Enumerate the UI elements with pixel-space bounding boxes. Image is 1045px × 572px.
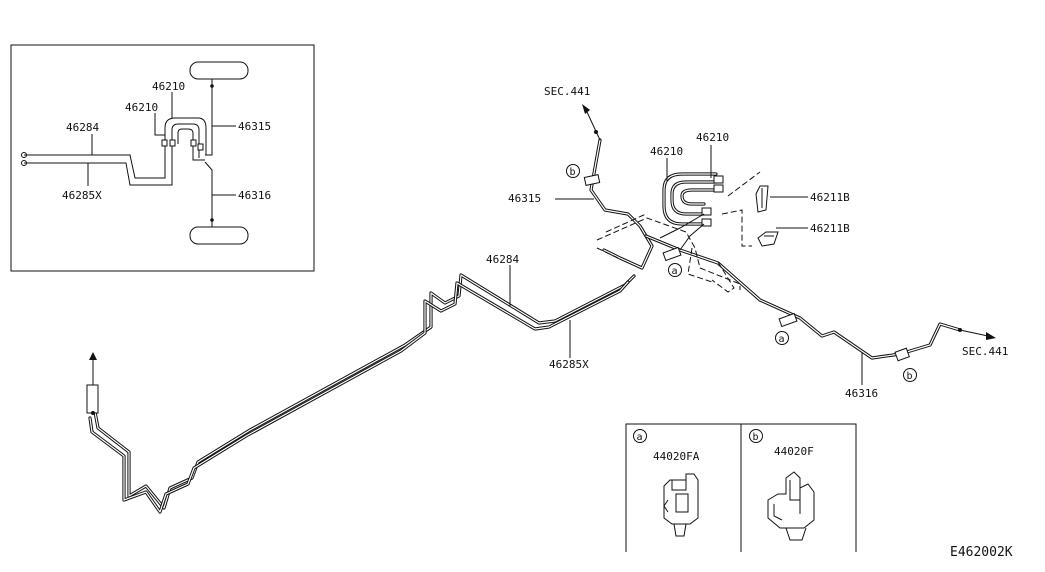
front-direction-arrow <box>89 352 97 360</box>
part-46211b-upper <box>755 185 769 213</box>
clip-legend: a 44020FA b 44020F <box>625 423 857 552</box>
inset-pipe-46285x <box>24 144 173 186</box>
label-46315-main: 46315 <box>508 192 541 205</box>
main-piping: b a a b SEC.441 SEC.441 46210 46210 4631… <box>86 85 1008 514</box>
label-46284-main: 46284 <box>486 253 519 266</box>
legend-b-marker: b <box>753 432 759 443</box>
sec441-top-arrow <box>582 104 590 114</box>
callout-b-upper: b <box>566 164 580 178</box>
callout-b-lower: b <box>903 368 917 382</box>
pipe-46284 <box>93 273 636 510</box>
label-46210-inset-top: 46210 <box>152 80 185 93</box>
clip-b-lower <box>894 347 910 362</box>
legend-a-part: 44020FA <box>653 450 700 463</box>
sec441-right-arrow <box>986 332 996 340</box>
legend-a: a 44020FA <box>633 429 700 537</box>
label-46315-inset: 46315 <box>238 120 271 133</box>
inset-pipe-46284 <box>24 144 166 179</box>
diagram-code: E462002K <box>950 545 1013 560</box>
inset-frame <box>10 44 315 272</box>
svg-text:b: b <box>570 167 576 178</box>
rear-wheel-top <box>189 61 249 80</box>
label-sec441-top: SEC.441 <box>544 85 590 98</box>
label-46316-main: 46316 <box>845 387 878 400</box>
svg-text:a: a <box>672 266 678 277</box>
label-sec441-right: SEC.441 <box>962 345 1008 358</box>
callout-a-lower: a <box>775 331 789 345</box>
clip-b-upper <box>583 174 601 186</box>
label-46284-inset: 46284 <box>66 121 99 134</box>
clip-44020fa-drawing <box>663 473 699 537</box>
svg-text:b: b <box>907 371 913 382</box>
label-46210-main-a: 46210 <box>696 131 729 144</box>
clip-a-mid <box>662 246 682 262</box>
legend-b-part: 44020F <box>774 445 814 458</box>
svg-text:a: a <box>779 334 785 345</box>
junction-46210 <box>659 172 724 251</box>
label-46316-inset: 46316 <box>238 189 271 202</box>
inset-loop-mid <box>171 123 200 150</box>
front-clip <box>86 384 99 414</box>
inset-loop-outer <box>164 117 207 150</box>
rear-wheel-bottom <box>189 226 249 245</box>
legend-b: b 44020F <box>749 429 815 541</box>
label-46211b-upper: 46211B <box>810 191 850 204</box>
label-46210-inset-left: 46210 <box>125 101 158 114</box>
label-46285x-inset: 46285X <box>62 189 102 202</box>
legend-a-marker: a <box>637 432 643 443</box>
callout-a-mid: a <box>668 263 682 277</box>
clip-44020f-drawing <box>767 471 815 541</box>
inset-loop-inner <box>177 128 194 150</box>
label-46210-main-b: 46210 <box>650 145 683 158</box>
ghost-outline-a <box>596 217 741 290</box>
inset-pipe-46315 <box>205 79 213 156</box>
part-46211b-lower <box>757 231 779 247</box>
label-46211b-lower: 46211B <box>810 222 850 235</box>
inset-diagram: 46210 46210 46284 46315 46285X 46316 <box>10 44 315 272</box>
inset-pipe-46316 <box>204 161 213 227</box>
label-46285x-main: 46285X <box>549 358 589 371</box>
clip-a-lower <box>778 312 798 328</box>
